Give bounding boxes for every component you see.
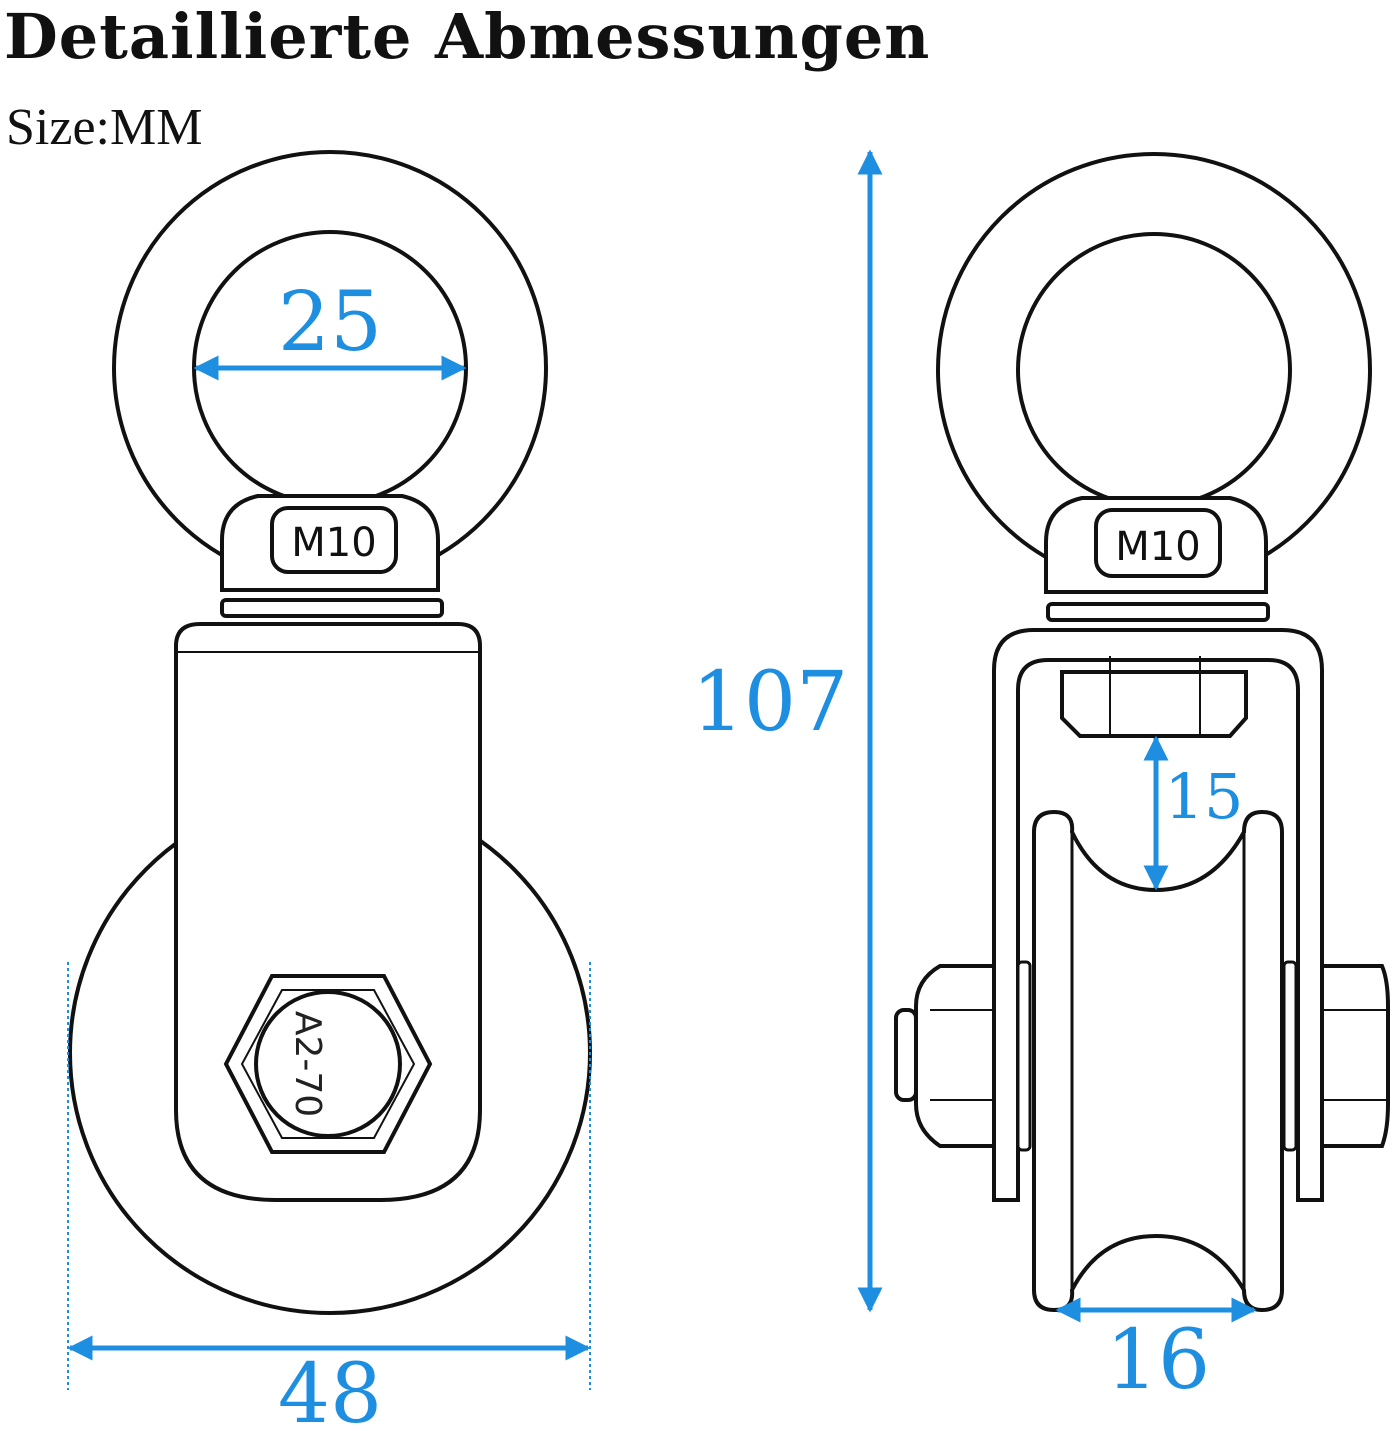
dim-label-15: 15 <box>1165 760 1244 833</box>
side-view <box>894 152 1390 1313</box>
front-bolt-head <box>254 990 402 1138</box>
dim-label-25: 25 <box>278 275 382 370</box>
front-bolt-marking: A2-70 <box>287 1011 328 1117</box>
front-washer <box>220 598 444 618</box>
dim-wheel-48: 48 <box>67 962 591 1431</box>
dim-groove-15: 15 <box>1143 735 1244 891</box>
dim-groove-16: 16 <box>1055 1297 1257 1408</box>
side-bracket <box>992 628 1324 1202</box>
side-washer <box>1046 602 1270 622</box>
front-bolt-hex <box>223 974 433 1154</box>
dim-label-107: 107 <box>692 655 849 750</box>
front-thread-label: M10 <box>291 520 376 566</box>
front-thread-badge <box>270 506 398 574</box>
side-thread-label: M10 <box>1115 524 1200 570</box>
dim-label-48: 48 <box>278 1347 382 1431</box>
dim-label-16: 16 <box>1106 1313 1210 1408</box>
dim-ring-25: 25 <box>193 275 467 381</box>
side-right-axle-nut <box>1320 964 1390 1148</box>
unit-subtitle: Size:MM <box>6 99 203 156</box>
side-grooved-wheel <box>1032 809 1284 1313</box>
dim-height-107: 107 <box>692 149 883 1313</box>
side-swivel-nut <box>1044 496 1268 594</box>
side-left-axle-nut <box>914 964 996 1148</box>
side-thread-badge <box>1094 508 1222 578</box>
side-top-nut <box>1060 670 1248 738</box>
page-title: Detaillierte Abmessungen <box>4 0 931 73</box>
